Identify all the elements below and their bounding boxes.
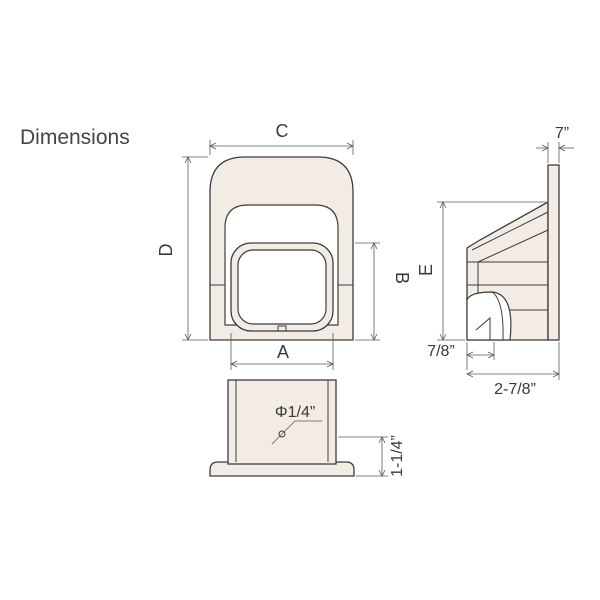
dimension-c: C xyxy=(209,121,354,155)
label-b: B xyxy=(392,272,412,284)
front-view xyxy=(209,156,354,341)
dimension-7-inch: 7” xyxy=(536,125,574,163)
label-a: A xyxy=(277,342,289,362)
dimension-a: A xyxy=(230,333,334,370)
label-7-8-inch: 7/8” xyxy=(427,343,455,360)
label-hole-diameter: Φ1/4” xyxy=(275,404,315,421)
label-d: D xyxy=(156,244,176,257)
label-c: C xyxy=(276,121,289,141)
dimension-e: E xyxy=(416,201,546,341)
bottom-view xyxy=(209,379,355,477)
dimension-hole-diameter: Φ1/4” xyxy=(271,404,322,445)
dimension-7-8-inch: 7/8” xyxy=(427,342,495,370)
label-2-7-8-inch: 2-7/8” xyxy=(494,381,536,398)
dimension-d: D xyxy=(156,156,208,341)
label-7-inch: 7” xyxy=(555,125,569,142)
side-view xyxy=(466,164,560,341)
dimension-b: B xyxy=(355,242,412,341)
label-e: E xyxy=(416,264,436,276)
dimension-2-7-8-inch: 2-7/8” xyxy=(466,342,560,398)
label-1-1-4-inch: 1-1/4” xyxy=(389,435,406,477)
dimension-1-1-4-inch: 1-1/4” xyxy=(338,435,406,477)
diagram-title: Dimensions xyxy=(20,126,130,149)
